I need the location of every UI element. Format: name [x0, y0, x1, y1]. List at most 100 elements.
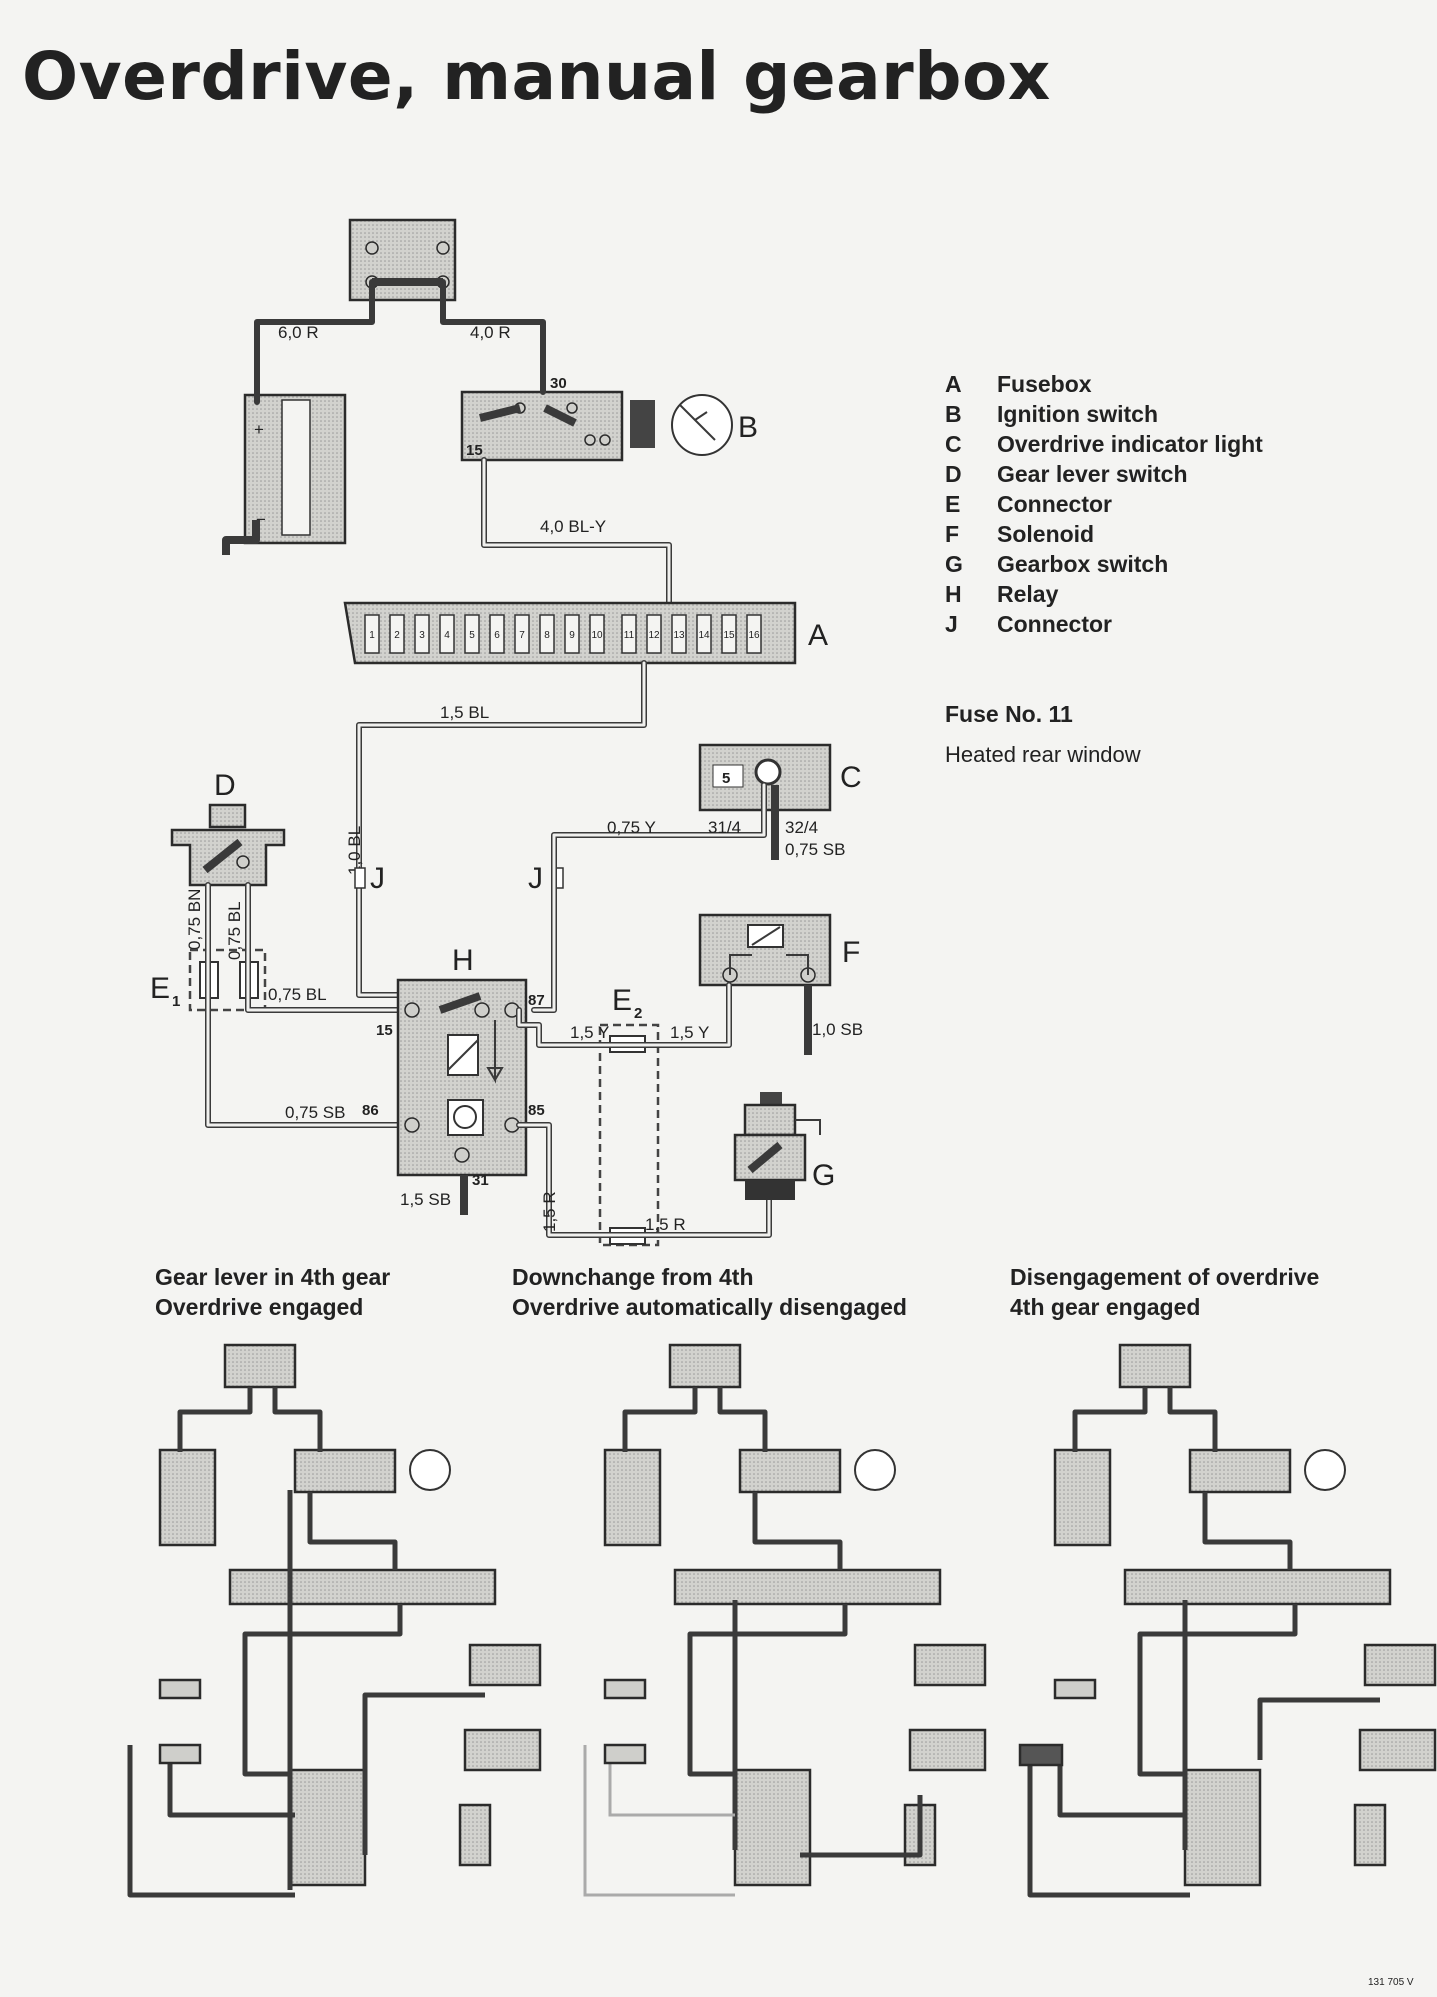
scenario-2-line2: Overdrive automatically disengaged	[512, 1294, 907, 1320]
wire-label-314: 31/4	[708, 818, 741, 837]
fuse-note-title: Fuse No. 11	[945, 701, 1073, 727]
legend-key: J	[945, 611, 958, 637]
legend-key: F	[945, 521, 959, 547]
indicator-light: 5 C	[698, 743, 862, 812]
legend-label: Fusebox	[997, 371, 1092, 397]
connector-e2	[598, 1023, 660, 1247]
legend-label: Gearbox switch	[997, 551, 1168, 577]
relay: H 15 87 86 85 31	[362, 944, 545, 1189]
legend-key: H	[945, 581, 962, 607]
fuse-cell: 2	[389, 614, 405, 654]
figure-code: 131 705 V	[1368, 1977, 1414, 1988]
indicator-pin-5: 5	[722, 770, 730, 787]
terminal-30-label: 30	[550, 375, 567, 392]
wire-label-10sb: 1,0 SB	[812, 1020, 863, 1039]
wire-label-40r: 4,0 R	[470, 323, 511, 342]
wire-label-075sb-c: 0,75 SB	[785, 840, 846, 859]
fuse-cell: 10	[589, 614, 605, 654]
wire-label-40bly: 4,0 BL-Y	[540, 517, 606, 536]
connector-e1	[188, 948, 267, 1012]
legend-key: C	[945, 431, 962, 457]
fuse-cell: 9	[564, 614, 580, 654]
fuse-number: 10	[591, 630, 603, 641]
scenario-1-line2: Overdrive engaged	[155, 1294, 363, 1320]
mini-diagram-overdrive-disengagement	[1018, 1345, 1435, 1898]
relay-terminal-15: 15	[376, 1022, 393, 1039]
battery-plus-label: +	[254, 420, 264, 439]
fuse-number: 6	[494, 630, 500, 641]
scenario-1-line1: Gear lever in 4th gear	[155, 1264, 390, 1290]
legend-label: Solenoid	[997, 521, 1094, 547]
label-J1: J	[370, 862, 385, 895]
label-F: F	[842, 936, 860, 969]
fuse-number: 16	[748, 630, 760, 641]
battery: + −	[222, 393, 347, 555]
legend-key: E	[945, 491, 960, 517]
relay-terminal-87: 87	[528, 992, 545, 1009]
label-B: B	[738, 411, 758, 444]
legend-label: Connector	[997, 491, 1112, 517]
solenoid: F	[698, 913, 860, 987]
label-G: G	[812, 1159, 835, 1192]
fuse-cell: 4	[439, 614, 455, 654]
fuse-number: 15	[723, 630, 735, 641]
fuse-number: 5	[469, 630, 475, 641]
legend-key: A	[945, 371, 962, 397]
legend-label: Overdrive indicator light	[997, 431, 1263, 457]
fuse-cell: 15	[721, 614, 737, 654]
fuse-cell: 6	[489, 614, 505, 654]
fuse-number: 14	[698, 630, 710, 641]
fuse-cell: 12	[646, 614, 662, 654]
label-E2-sub: 2	[634, 1005, 642, 1022]
page-title: Overdrive, manual gearbox	[22, 38, 1051, 115]
fuse-number: 1	[369, 630, 375, 641]
wire-label-075bl-v: 0,75 BL	[225, 901, 244, 960]
label-C: C	[840, 761, 862, 794]
wire-label-15y-b: 1,5 Y	[670, 1023, 709, 1042]
legend-label: Gear lever switch	[997, 461, 1188, 487]
fuse-number: 9	[569, 630, 575, 641]
terminal-15-label: 15	[466, 442, 483, 459]
fuse-cell: 14	[696, 614, 712, 654]
label-H: H	[452, 944, 474, 977]
wire-label-075bn: 0,75 BN	[185, 889, 204, 950]
gearbox-switch: G	[733, 1092, 835, 1200]
label-E1-sub: 1	[172, 993, 180, 1010]
fuse-cell: 3	[414, 614, 430, 654]
battery-minus-label: −	[256, 510, 266, 529]
label-E2: E	[612, 984, 632, 1017]
mini-diagram-overdrive-auto-disengaged	[583, 1345, 985, 1897]
legend-label: Connector	[997, 611, 1112, 637]
fuse-cell: 7	[514, 614, 530, 654]
wire-label-15sb: 1,5 SB	[400, 1190, 451, 1209]
gear-lever-switch: D	[170, 769, 286, 887]
fuse-number: 2	[394, 630, 400, 641]
connector-j1	[354, 867, 366, 889]
fuse-cell: 5	[464, 614, 480, 654]
wire-label-075sb: 0,75 SB	[285, 1103, 346, 1122]
fuse-cell: 11	[621, 614, 637, 654]
fuse-number: 3	[419, 630, 425, 641]
relay-terminal-85: 85	[528, 1102, 545, 1119]
fuse-number: 11	[624, 630, 635, 641]
relay-terminal-31: 31	[472, 1172, 489, 1189]
fuse-number: 12	[648, 630, 660, 641]
top-connector-block	[348, 218, 457, 302]
fuse-number: 7	[519, 630, 525, 641]
fuse-cell: 1	[364, 614, 380, 654]
fuse-cell: 8	[539, 614, 555, 654]
wire-label-60r: 6,0 R	[278, 323, 319, 342]
legend-key: D	[945, 461, 962, 487]
legend-key: B	[945, 401, 962, 427]
label-J2: J	[528, 862, 543, 895]
scenario-2-line1: Downchange from 4th	[512, 1264, 754, 1290]
scenario-3-line2: 4th gear engaged	[1010, 1294, 1200, 1320]
fuse-number: 4	[444, 630, 450, 641]
legend-label: Relay	[997, 581, 1059, 607]
wire-label-15bl: 1,5 BL	[440, 703, 489, 722]
label-A: A	[808, 619, 828, 652]
